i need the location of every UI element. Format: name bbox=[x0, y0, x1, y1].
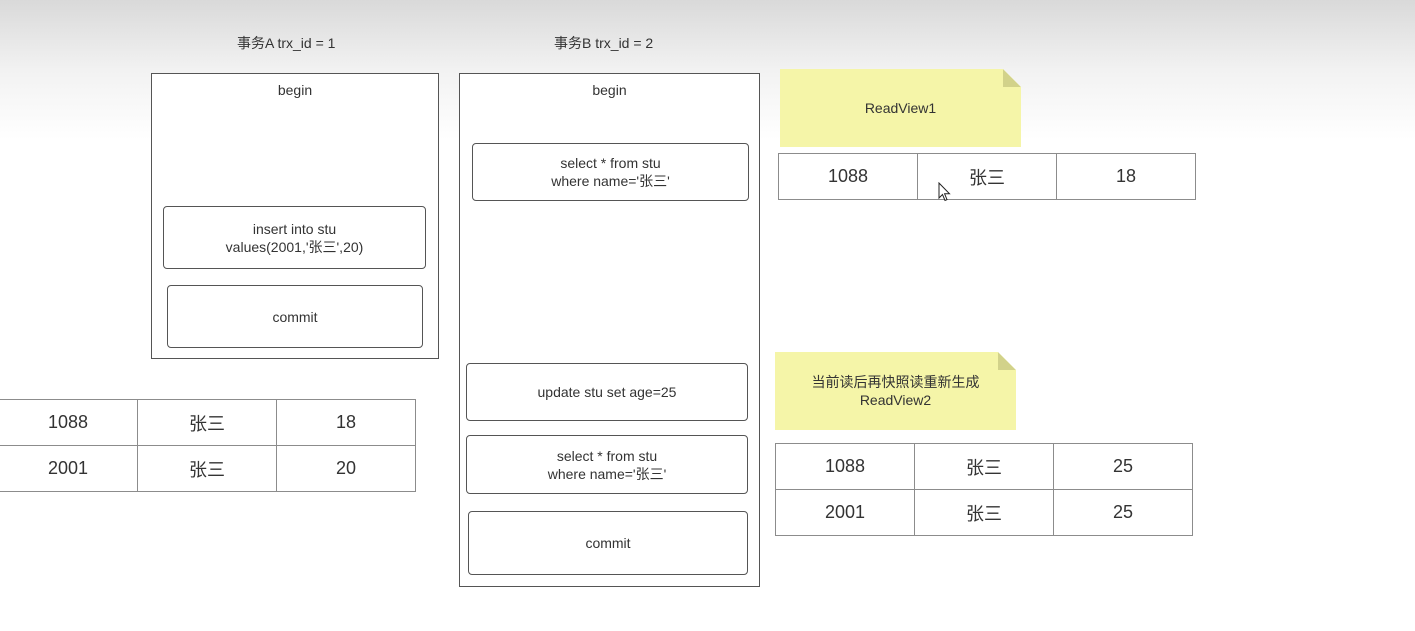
readview2-table: 1088 张三 25 2001 张三 25 bbox=[775, 443, 1193, 536]
readview1-table: 1088 张三 18 bbox=[778, 153, 1196, 200]
table-cell: 1088 bbox=[778, 153, 918, 200]
table-cell: 20 bbox=[276, 445, 416, 492]
table-row: 2001 张三 25 bbox=[775, 489, 1193, 536]
table-cell: 2001 bbox=[775, 489, 915, 536]
table-cell: 张三 bbox=[914, 443, 1054, 490]
note-fold-corner bbox=[1003, 69, 1021, 87]
table-cell: 张三 bbox=[137, 399, 277, 446]
table-row: 1088 张三 18 bbox=[0, 399, 416, 446]
txn-b-commit-statement: commit bbox=[468, 511, 748, 575]
txn-b-select1-statement: select * from stu where name='张三' bbox=[472, 143, 749, 201]
txn-a-lane: begin insert into stu values(2001,'张三',2… bbox=[151, 73, 439, 359]
table-row: 2001 张三 20 bbox=[0, 445, 416, 492]
txn-b-lane: begin select * from stu where name='张三' … bbox=[459, 73, 760, 587]
table-row: 1088 张三 25 bbox=[775, 443, 1193, 490]
base-data-table: 1088 张三 18 2001 张三 20 bbox=[0, 399, 416, 492]
note-fold-corner bbox=[998, 352, 1016, 370]
txn-b-begin: begin bbox=[592, 82, 627, 98]
table-cell: 18 bbox=[1056, 153, 1196, 200]
txn-a-insert-statement: insert into stu values(2001,'张三',20) bbox=[163, 206, 426, 269]
mouse-cursor-icon bbox=[938, 182, 951, 202]
txn-b-update-statement: update stu set age=25 bbox=[466, 363, 748, 421]
table-cell: 1088 bbox=[775, 443, 915, 490]
table-cell: 18 bbox=[276, 399, 416, 446]
readview1-note: ReadView1 bbox=[780, 69, 1021, 147]
table-cell: 张三 bbox=[914, 489, 1054, 536]
txn-b-title: 事务B trx_id = 2 bbox=[554, 35, 654, 51]
table-cell: 张三 bbox=[137, 445, 277, 492]
txn-a-title: 事务A trx_id = 1 bbox=[237, 35, 336, 51]
txn-b-select2-statement: select * from stu where name='张三' bbox=[466, 435, 748, 494]
table-row: 1088 张三 18 bbox=[778, 153, 1196, 200]
table-cell: 25 bbox=[1053, 489, 1193, 536]
readview2-note: 当前读后再快照读重新生成 ReadView2 bbox=[775, 352, 1016, 430]
txn-a-begin: begin bbox=[277, 82, 313, 98]
table-cell: 25 bbox=[1053, 443, 1193, 490]
table-cell: 1088 bbox=[0, 399, 138, 446]
readview1-note-text: ReadView1 bbox=[864, 100, 937, 116]
txn-a-commit-statement: commit bbox=[167, 285, 423, 348]
readview2-note-text: 当前读后再快照读重新生成 ReadView2 bbox=[811, 374, 980, 408]
table-cell: 2001 bbox=[0, 445, 138, 492]
